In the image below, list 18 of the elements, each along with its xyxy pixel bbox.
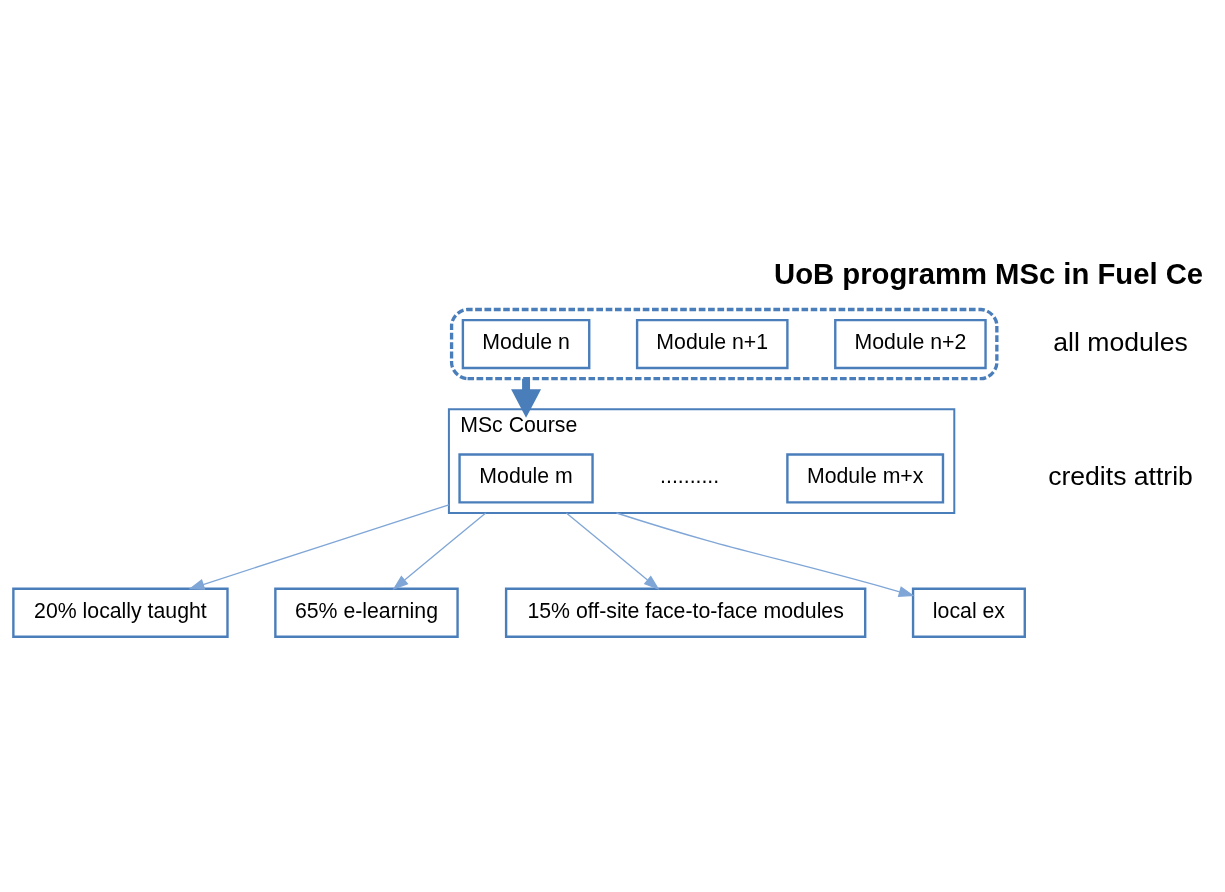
node-box: local ex: [911, 587, 1026, 638]
node-box: 65% e-learning: [274, 587, 459, 638]
diagram-title: UoB programm MSc in Fuel Ce: [774, 257, 1204, 290]
node-box: Module m: [458, 452, 594, 504]
node-box: Module n+1: [635, 318, 789, 369]
label: ..........: [660, 463, 720, 488]
node-box: Module m+x: [786, 452, 945, 504]
node-box: Module n+2: [834, 318, 987, 369]
node-box: 15% off-site face-to-face modules: [504, 587, 867, 638]
arrow: [565, 511, 660, 590]
node-box: 20% locally taught: [12, 587, 229, 638]
node-box: Module n: [461, 318, 591, 369]
arrow: [392, 511, 487, 590]
cluster: [449, 307, 999, 380]
label: credits attrib: [1048, 460, 1193, 491]
arrow: [188, 503, 450, 590]
label: all modules: [1053, 326, 1188, 357]
arrow: [615, 511, 915, 597]
